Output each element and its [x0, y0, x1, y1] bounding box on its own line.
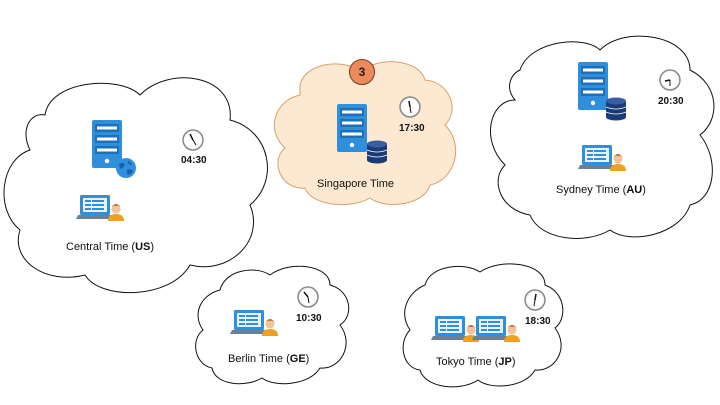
server-icon [337, 104, 367, 152]
server-icon [578, 62, 608, 110]
central-time-value: 04:30 [181, 155, 207, 166]
central-region-label: Central Time (US) [66, 241, 155, 253]
cloud-sydney [490, 35, 715, 239]
tokyo-time-value: 18:30 [525, 316, 551, 327]
sydney-region-label: Sydney Time (AU) [556, 184, 646, 196]
tokyo-region-code: JP [498, 356, 512, 368]
step-badge: 3 [349, 59, 375, 85]
berlin-region-code: GE [289, 353, 306, 365]
central-region-code: US [135, 241, 151, 253]
berlin-region-label: Berlin Time (GE) [228, 353, 310, 365]
tokyo-region-label: Tokyo Time (JP) [436, 356, 516, 368]
singapore-region-name: Singapore Time [317, 178, 395, 190]
singapore-region-label: Singapore Time [317, 178, 394, 190]
berlin-region-name: Berlin Time [228, 353, 284, 365]
sydney-region-code: AU [626, 184, 643, 196]
globe-icon [116, 158, 136, 178]
singapore-time-value: 17:30 [399, 123, 425, 134]
tokyo-region-name: Tokyo Time [436, 356, 492, 368]
cloud-central [3, 77, 268, 294]
sydney-time-value: 20:30 [658, 96, 684, 107]
berlin-time-value: 10:30 [296, 313, 322, 324]
central-region-name: Central Time [66, 241, 129, 253]
server-icon [92, 120, 122, 168]
database-icon [605, 97, 627, 121]
database-icon [366, 140, 388, 164]
sydney-region-name: Sydney Time [556, 184, 620, 196]
